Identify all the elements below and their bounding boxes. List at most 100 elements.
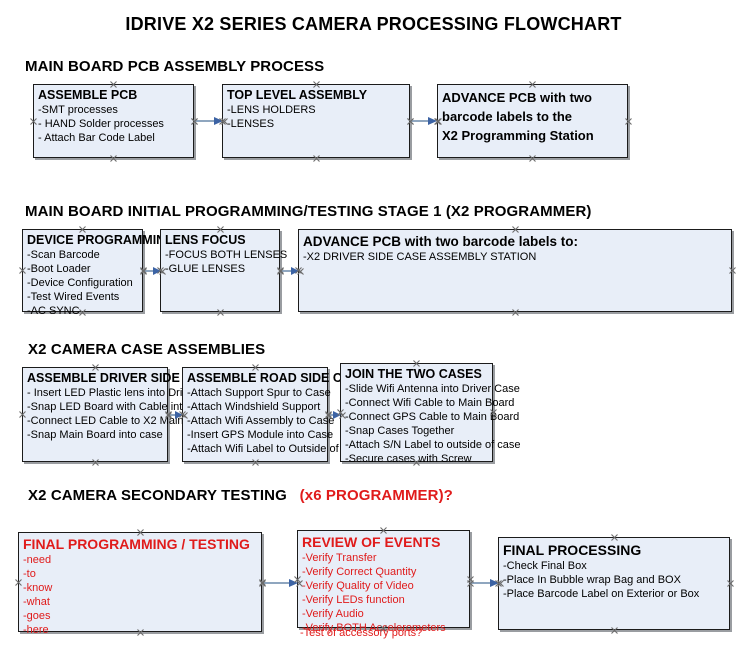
connection-handle-icon[interactable] xyxy=(110,80,117,88)
node-header: DEVICE PROGRAMMING xyxy=(27,233,175,247)
connector-endpoint-handle-icon[interactable] xyxy=(324,411,332,419)
connection-handle-icon[interactable] xyxy=(293,575,301,583)
connector-endpoint-handle-icon[interactable] xyxy=(158,267,166,275)
node-header: JOIN THE TWO CASES xyxy=(345,367,482,381)
node-line: -Check Final Box xyxy=(503,560,587,572)
node-line: -Place In Bubble wrap Bag and BOX xyxy=(503,574,681,586)
connection-handle-icon[interactable] xyxy=(251,458,259,466)
connection-handle-icon[interactable] xyxy=(529,154,536,162)
node-top-level-assembly[interactable]: TOP LEVEL ASSEMBLY -LENS HOLDERS -LENSES xyxy=(222,84,410,158)
node-line: -need xyxy=(23,554,52,566)
node-join-the-two-cases[interactable]: JOIN THE TWO CASES -Slide Wifi Antenna i… xyxy=(340,363,521,465)
node-assemble-pcb[interactable]: ASSEMBLE PCB -SMT processes - HAND Solde… xyxy=(33,84,194,158)
section-title-text: MAIN BOARD INITIAL PROGRAMMING/TESTING S… xyxy=(25,203,592,220)
node-assemble-road-side-case[interactable]: ASSEMBLE ROAD SIDE CASE -Attach Support … xyxy=(182,367,368,462)
node-line: -Verify Audio xyxy=(302,608,364,620)
connector-endpoint-handle-icon[interactable] xyxy=(295,579,303,587)
connector-endpoint-handle-icon[interactable] xyxy=(139,267,147,275)
node-line: -here xyxy=(23,624,49,636)
node-line: -Verify Quality of Video xyxy=(302,580,414,592)
connector-endpoint-handle-icon[interactable] xyxy=(276,267,284,275)
connection-handle-icon[interactable] xyxy=(610,626,618,634)
node-line: -Slide Wifi Antenna into Driver Case xyxy=(345,383,520,395)
connection-handle-icon[interactable] xyxy=(91,363,99,371)
node-final-programming-testing[interactable]: FINAL PROGRAMMING / TESTING -need -to -k… xyxy=(18,532,262,636)
connection-handle-icon[interactable] xyxy=(258,578,266,586)
connector-endpoint-handle-icon[interactable] xyxy=(180,411,188,419)
node-line: -Connect LED Cable to X2 Main Board xyxy=(27,415,216,427)
node-line: -Scan Barcode xyxy=(27,249,100,261)
connection-handle-icon[interactable] xyxy=(136,628,144,636)
connection-handle-icon[interactable] xyxy=(489,409,497,416)
connection-handle-icon[interactable] xyxy=(14,578,22,586)
connection-handle-icon[interactable] xyxy=(29,117,37,125)
connection-handle-icon[interactable] xyxy=(312,154,320,162)
node-line: -Snap LED Board with Cable into Case xyxy=(27,401,218,413)
connection-handle-icon[interactable] xyxy=(91,458,99,466)
node-header: ASSEMBLE ROAD SIDE CASE xyxy=(187,371,368,385)
connector-endpoint-handle-icon[interactable] xyxy=(434,117,442,125)
section-title-accent: (x6 PROGRAMMER)? xyxy=(299,487,453,504)
node-line: -to xyxy=(23,568,36,580)
connector-endpoint-handle-icon[interactable] xyxy=(496,579,504,587)
connection-handle-icon[interactable] xyxy=(529,80,536,88)
node-line: -Attach S/N Label to outside of case xyxy=(345,439,521,451)
node-line: -Device Configuration xyxy=(27,277,133,289)
node-line: -Attach Windshield Support xyxy=(187,401,321,413)
connection-handle-icon[interactable] xyxy=(178,411,186,418)
section-title-x2-camera-secondary-testing: X2 CAMERA SECONDARY TESTING (x6 PROGRAMM… xyxy=(28,487,453,504)
node-line: -Test Wired Events xyxy=(27,291,120,303)
node-line: -Connect Wifi Cable to Main Board xyxy=(345,397,515,409)
connector-endpoint-handle-icon[interactable] xyxy=(220,117,228,125)
connection-handle-icon[interactable] xyxy=(79,225,86,233)
node-advance-pcb-driver-side-case[interactable]: ADVANCE PCB with two barcode labels to: … xyxy=(298,229,732,312)
node-header: TOP LEVEL ASSEMBLY xyxy=(227,88,368,102)
node-assemble-driver-side-case[interactable]: ASSEMBLE DRIVER SIDE CASE - Insert LED P… xyxy=(22,367,226,462)
connection-handle-icon[interactable] xyxy=(110,154,117,162)
node-header: ASSEMBLE DRIVER SIDE CASE xyxy=(27,371,219,385)
connection-handle-icon[interactable] xyxy=(218,117,226,125)
node-line: -Secure cases with Screw xyxy=(345,453,472,465)
connection-handle-icon[interactable] xyxy=(294,267,302,274)
node-line: -Snap Main Board into case xyxy=(27,429,163,441)
connection-handle-icon[interactable] xyxy=(136,528,144,536)
connector-endpoint-handle-icon[interactable] xyxy=(406,117,414,125)
connector-endpoint-handle-icon[interactable] xyxy=(338,411,346,419)
node-line: -AC SYNC xyxy=(27,305,80,317)
section-title-text: MAIN BOARD PCB ASSEMBLY PROCESS xyxy=(25,58,325,75)
connection-handle-icon[interactable] xyxy=(216,308,224,316)
node-line: -Verify Correct Quantity xyxy=(302,566,417,578)
connection-handle-icon[interactable] xyxy=(610,533,618,541)
node-line: -X2 DRIVER SIDE CASE ASSEMBLY STATION xyxy=(303,251,537,263)
connection-handle-icon[interactable] xyxy=(18,411,26,418)
connection-handle-icon[interactable] xyxy=(511,225,519,233)
connection-handle-icon[interactable] xyxy=(380,624,387,632)
connection-handle-icon[interactable] xyxy=(251,363,259,371)
node-advance-pcb-x2-programming-station[interactable]: ADVANCE PCB with two barcode labels to t… xyxy=(437,84,628,158)
node-final-processing[interactable]: FINAL PROCESSING -Check Final Box -Place… xyxy=(498,537,730,630)
connection-handle-icon[interactable] xyxy=(380,526,387,534)
connector-endpoint-handle-icon[interactable] xyxy=(296,267,304,275)
node-lens-focus[interactable]: LENS FOCUS -FOCUS BOTH LENSES -GLUE LENS… xyxy=(160,229,288,312)
connection-handle-icon[interactable] xyxy=(312,80,320,88)
connection-handle-icon[interactable] xyxy=(728,267,736,274)
connector-endpoint-handle-icon[interactable] xyxy=(164,411,172,419)
node-device-programming[interactable]: DEVICE PROGRAMMING -Scan Barcode -Boot L… xyxy=(22,229,175,317)
connector-endpoint-handle-icon[interactable] xyxy=(190,117,198,125)
connection-handle-icon[interactable] xyxy=(18,267,26,274)
node-line: -FOCUS BOTH LENSES xyxy=(165,249,288,261)
connection-handle-icon[interactable] xyxy=(413,359,420,367)
node-review-of-events[interactable]: REVIEW OF EVENTS -Verify Transfer -Verif… xyxy=(297,530,470,639)
connection-handle-icon[interactable] xyxy=(216,225,224,233)
connection-handle-icon[interactable] xyxy=(156,267,164,274)
connection-handle-icon[interactable] xyxy=(433,117,441,125)
connection-handle-icon[interactable] xyxy=(79,308,86,316)
connection-handle-icon[interactable] xyxy=(494,580,502,587)
connection-handle-icon[interactable] xyxy=(624,117,632,125)
connection-handle-icon[interactable] xyxy=(413,458,420,466)
connector-endpoint-handle-icon[interactable] xyxy=(466,579,474,587)
connection-handle-icon[interactable] xyxy=(511,308,519,316)
connection-handle-icon[interactable] xyxy=(726,580,734,587)
connector-endpoint-handle-icon[interactable] xyxy=(258,579,266,587)
